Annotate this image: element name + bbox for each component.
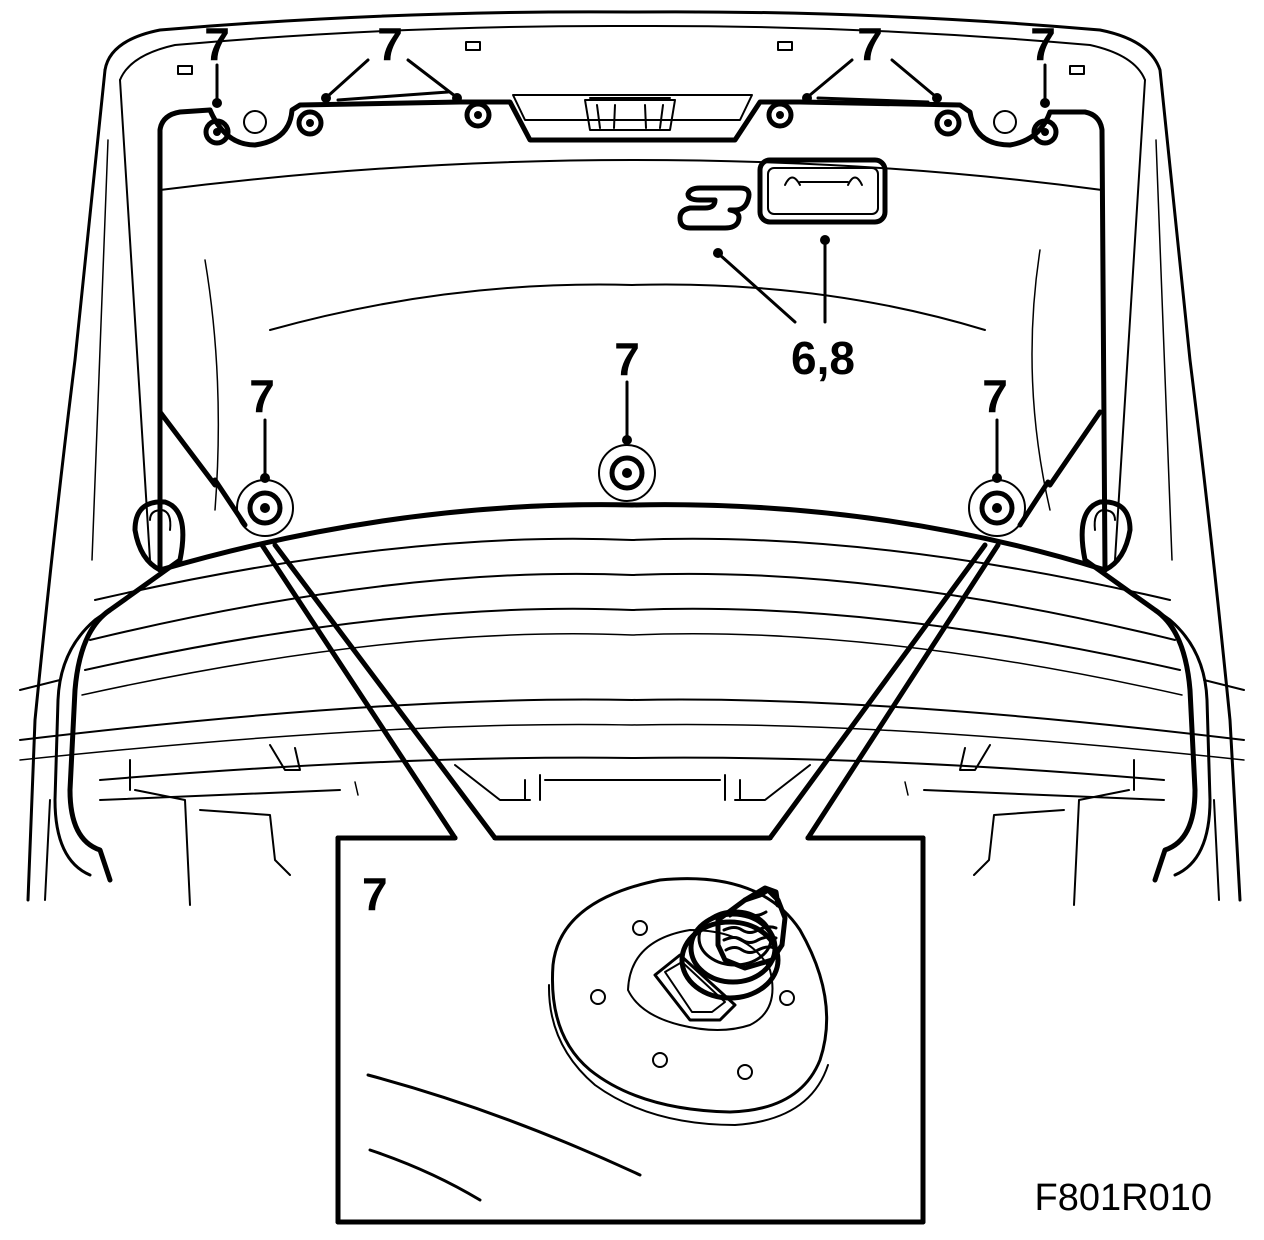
callout-labels: 7 7 7 7 7 7 7 6,8 7 <box>204 18 1056 920</box>
callout-label: 7 <box>857 18 883 70</box>
callout-label: 6,8 <box>791 332 855 384</box>
callout-label: 7 <box>614 333 640 385</box>
handle-area <box>584 97 676 131</box>
top-slots <box>177 41 1085 75</box>
clip-icon <box>1031 118 1059 146</box>
clip-icon <box>236 479 294 537</box>
diagonal-accents <box>157 409 1103 528</box>
body-lines <box>19 537 1245 801</box>
clip-icon <box>766 101 794 129</box>
callout-label: 7 <box>1030 18 1056 70</box>
push-clip-icon <box>679 885 788 1001</box>
figure-reference: F801R010 <box>1035 1177 1212 1219</box>
clip-icon <box>934 109 962 137</box>
callout-label: 7 <box>982 370 1008 422</box>
detail-leader <box>259 542 1001 841</box>
inner-panel <box>157 94 1108 573</box>
top-leaders <box>212 58 1050 108</box>
clip-icon <box>598 444 656 502</box>
detail-label: 7 <box>362 868 388 920</box>
cable-clip <box>677 185 752 231</box>
hinge-right <box>1079 499 1212 883</box>
detail-surface <box>366 1073 642 1202</box>
clip-icon <box>296 109 324 137</box>
callout-label: 7 <box>249 370 275 422</box>
top-clips <box>203 101 1059 146</box>
tailgate-outline <box>26 10 1242 902</box>
leader-6-8 <box>713 235 830 324</box>
detail-grommet <box>547 877 829 1126</box>
interior-light <box>757 157 888 225</box>
callout-label: 7 <box>377 18 403 70</box>
clip-icon <box>203 118 231 146</box>
detail-box <box>335 835 926 1225</box>
clip-icon <box>464 101 492 129</box>
callout-label: 7 <box>204 18 230 70</box>
lower-clips <box>236 380 1026 537</box>
clip-icon <box>968 479 1026 537</box>
bumper-details <box>44 744 1220 906</box>
hinge-left <box>53 499 186 883</box>
